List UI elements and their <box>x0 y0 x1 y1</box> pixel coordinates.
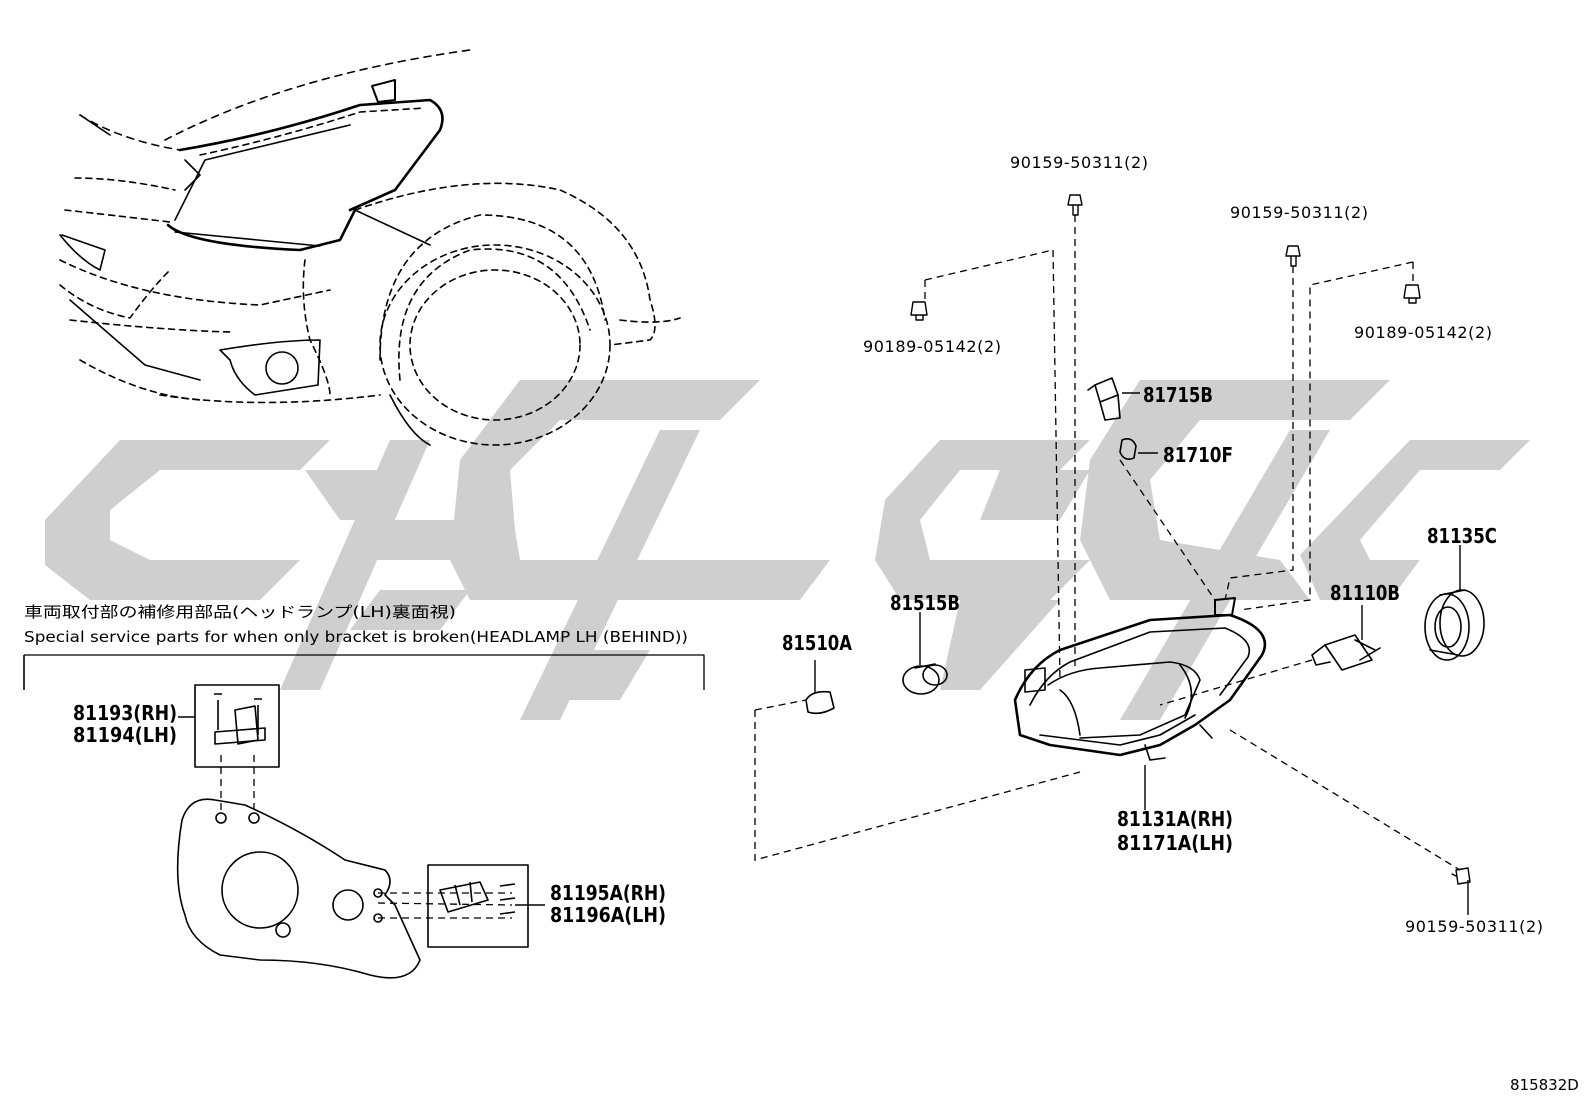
note-english: Special service parts for when only brac… <box>24 628 688 646</box>
label-bolt-bottom-right: 90159-50311(2) <box>1405 917 1544 936</box>
label-81710F: 81710F <box>1163 443 1233 467</box>
fastener-shapes <box>910 194 1471 885</box>
label-nut-right: 90189-05142(2) <box>1354 323 1493 342</box>
bracket-detail <box>23 654 705 979</box>
bulb-81710F-shape <box>1119 438 1137 460</box>
leader-lines-solid <box>178 392 1469 915</box>
bulb-81110B-shape <box>1311 634 1381 671</box>
label-81715B: 81715B <box>1143 383 1213 407</box>
label-bracket-top-lh: 81194(LH) <box>73 723 177 747</box>
bulb-81510A-shape <box>805 690 835 715</box>
part-number-labels: 81715B 81710F 81135C 81110B 81515B 81510… <box>73 383 1497 927</box>
label-81515B: 81515B <box>890 591 960 615</box>
label-nut-left: 90189-05142(2) <box>863 337 1002 356</box>
label-81510A: 81510A <box>782 631 852 655</box>
label-81135C: 81135C <box>1427 524 1497 548</box>
leader-lines <box>220 215 1461 919</box>
label-bracket-top-rh: 81193(RH) <box>73 701 177 725</box>
socket-81515B-shape <box>902 663 948 695</box>
label-bracket-side-rh: 81195A(RH) <box>550 881 666 905</box>
cap-81135C-shape <box>1424 589 1485 661</box>
figure-code: 815832D <box>1510 1076 1579 1094</box>
bulb-81715B-shape <box>1087 377 1121 421</box>
watermark-logo <box>45 380 1530 720</box>
label-headlamp-lh: 81171A(LH) <box>1117 831 1233 855</box>
note-japanese: 車両取付部の補修用部品(ヘッドランプ(LH)裏面視) <box>24 603 456 621</box>
callout-labels: 90159-50311(2) 90159-50311(2) 90189-0514… <box>863 153 1544 936</box>
headlamp-exploded-view <box>805 194 1485 885</box>
label-headlamp-rh: 81131A(RH) <box>1117 807 1233 831</box>
vehicle-front-illustration <box>59 49 681 446</box>
label-bracket-side-lh: 81196A(LH) <box>550 903 666 927</box>
label-bolt-top-right: 90159-50311(2) <box>1230 203 1369 222</box>
label-bolt-top-center: 90159-50311(2) <box>1010 153 1149 172</box>
label-81110B: 81110B <box>1330 581 1400 605</box>
bracket-note: 車両取付部の補修用部品(ヘッドランプ(LH)裏面視) Special servi… <box>24 603 688 646</box>
